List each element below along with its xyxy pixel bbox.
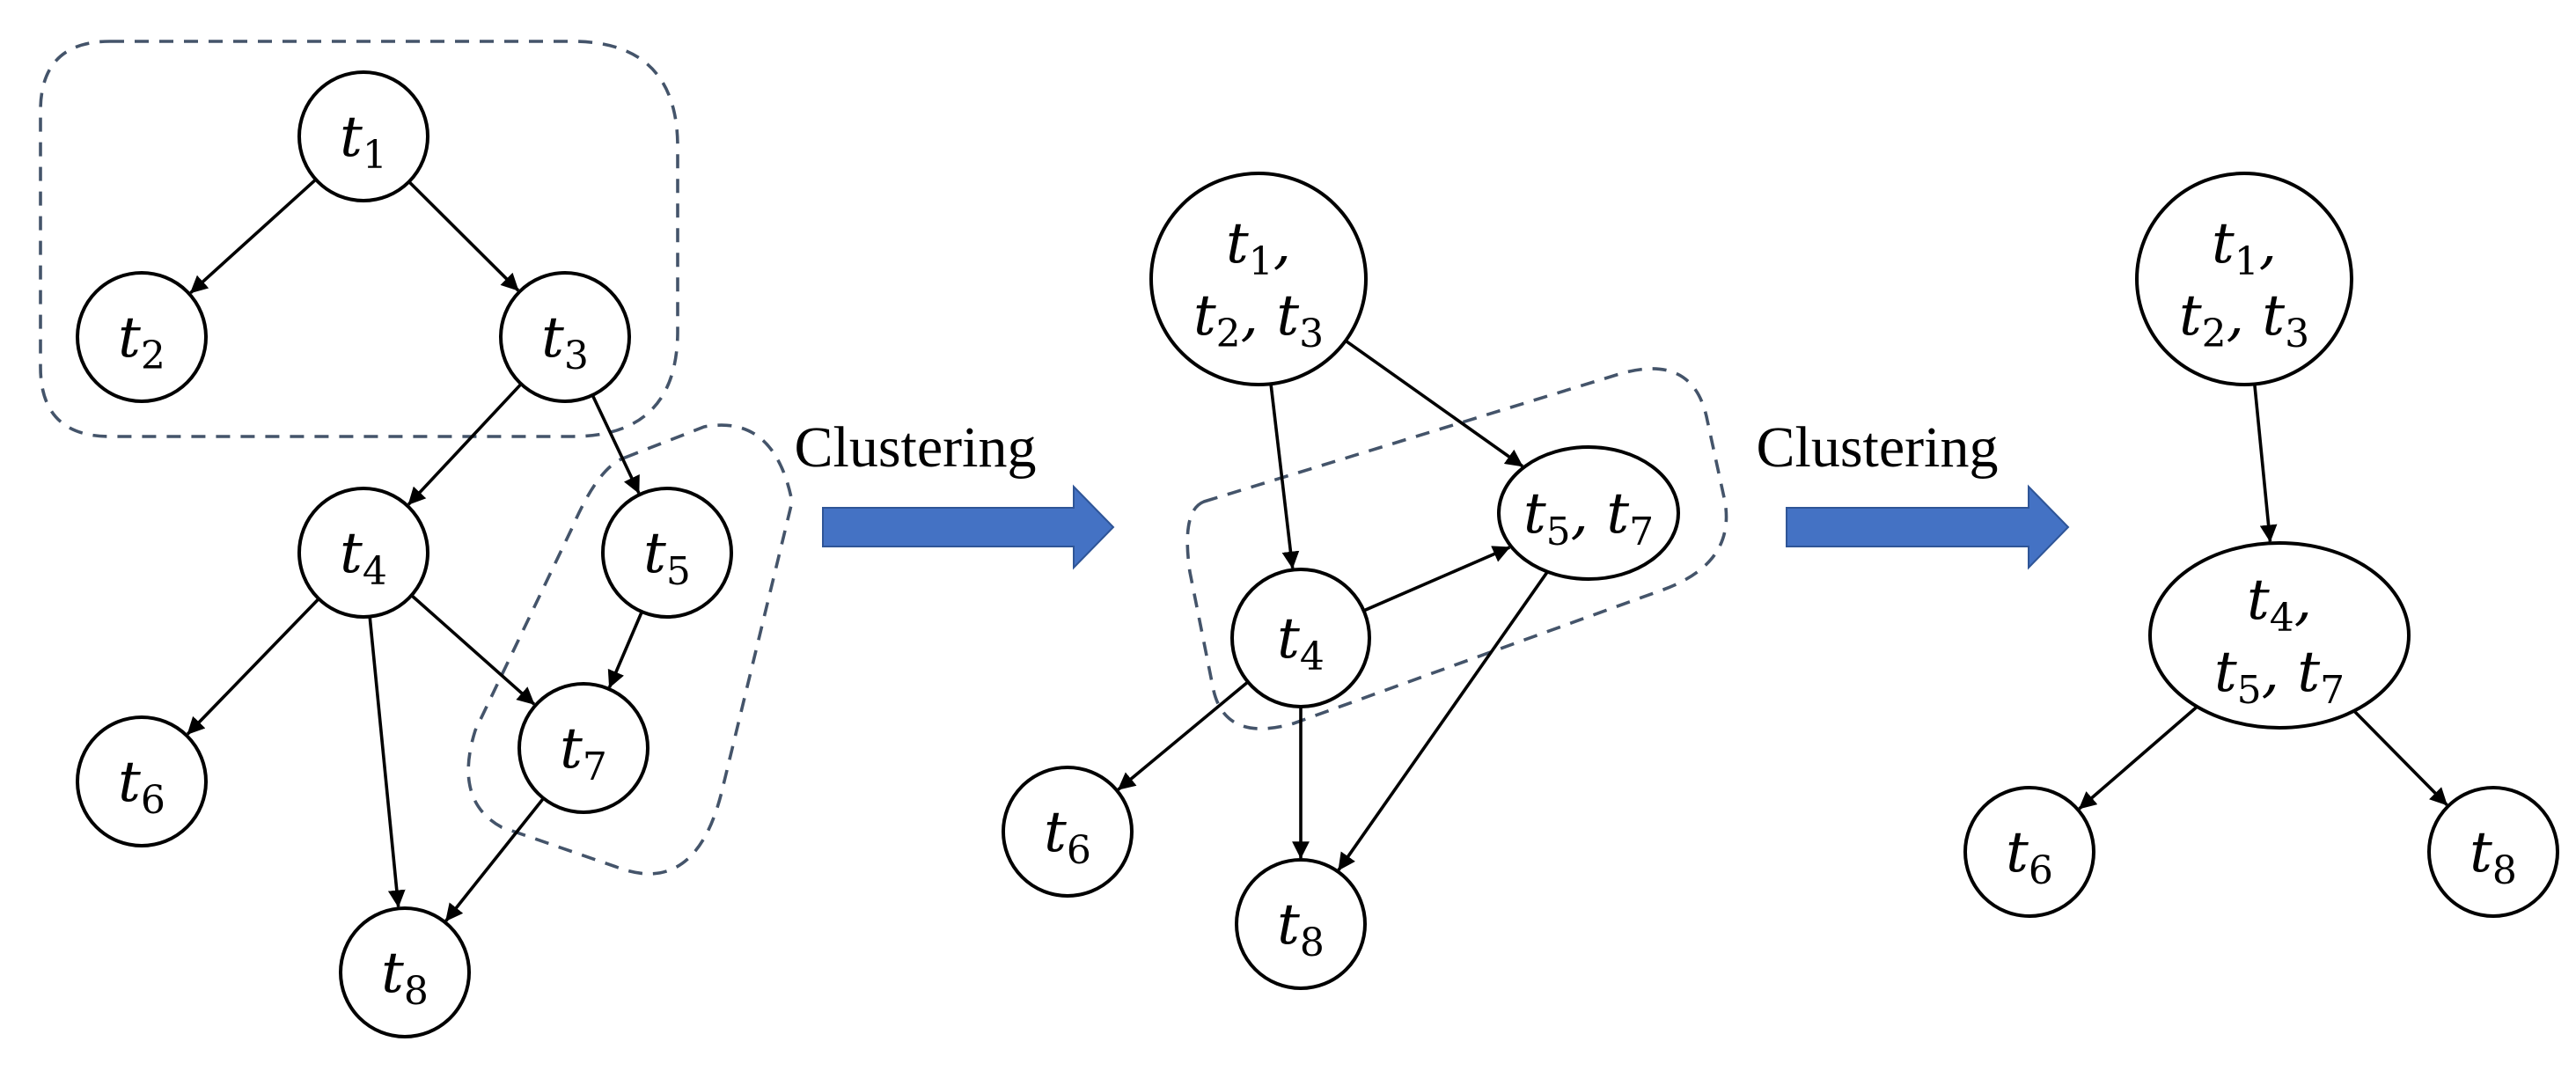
clustering-step-2: Clustering	[1757, 415, 2070, 570]
node-t123: t1​,t2​, t3​	[2135, 172, 2353, 386]
node-label: t5​	[643, 521, 691, 594]
node-label: t4​	[1277, 606, 1325, 679]
node-shape	[76, 271, 208, 403]
node-label: t2​, t3​	[2179, 283, 2309, 356]
node-label: t5​, t7​	[1523, 481, 1654, 554]
node-label: t6​	[1044, 800, 1091, 873]
node-t1: t1​	[297, 70, 429, 202]
node-label: t3​	[541, 305, 589, 378]
panel-3: t1​,t2​, t3​ t4​,t5​, t7​ t6​ t8​	[1963, 172, 2559, 918]
node-t3: t3​	[499, 271, 631, 403]
node-label: t2​	[118, 305, 165, 378]
node-t6: t6​	[1002, 766, 1134, 898]
node-shape	[297, 70, 429, 202]
node-label: t6​	[118, 750, 165, 823]
edge-t7-to-t8	[444, 796, 545, 922]
node-shape	[297, 487, 429, 619]
node-t457: t4​,t5​, t7​	[2148, 541, 2411, 730]
edge-t123-to-t457	[2253, 384, 2278, 543]
edge-t4-to-t57	[1362, 546, 1511, 613]
panel-2: t1​,t2​, t3​ t5​, t7​ t4​ t6​ t8​	[1002, 172, 1728, 990]
node-shape	[1230, 568, 1371, 708]
node-t7: t7​	[517, 682, 650, 814]
node-t8: t8​	[2427, 786, 2559, 918]
node-shape	[339, 906, 471, 1038]
edge-t457-to-t8	[2352, 709, 2448, 806]
node-label: t8​	[381, 941, 429, 1014]
edge-t4-to-t7	[410, 594, 536, 706]
edge-t123-to-t4	[1269, 383, 1300, 569]
clustering-arrow-icon	[1786, 484, 2070, 570]
node-t4: t4​	[297, 487, 429, 619]
node-shape	[2427, 786, 2559, 918]
node-label: t8​	[1277, 892, 1325, 965]
node-shape	[499, 271, 631, 403]
node-label: t6​	[2006, 820, 2053, 893]
node-label: t1​,	[1226, 211, 1291, 284]
cluster-group-t4-t57	[1185, 367, 1728, 730]
clustering-step-label: Clustering	[1757, 415, 1999, 480]
node-shape	[601, 487, 733, 619]
edge-t4-to-t6	[1117, 680, 1250, 791]
edge-t4-to-t6	[186, 598, 320, 736]
node-t4: t4​	[1230, 568, 1371, 708]
edge-t3-to-t4	[407, 383, 523, 506]
node-t8: t8​	[1235, 858, 1367, 990]
edge-t123-to-t57	[1344, 339, 1524, 468]
node-t123: t1​,t2​, t3​	[1149, 172, 1368, 386]
node-shape	[2148, 541, 2411, 730]
node-label: t4​,	[2247, 568, 2312, 641]
node-shape	[2135, 172, 2353, 386]
node-t57: t5​, t7​	[1497, 445, 1680, 581]
panel-1: t1​ t2​ t3​ t4​ t5​ t6​ t7​ t8​	[39, 40, 794, 1038]
clustering-step-1: Clustering	[795, 415, 1115, 570]
node-t5: t5​	[601, 487, 733, 619]
node-t6: t6​	[1963, 786, 2095, 918]
node-shape	[1149, 172, 1368, 386]
node-label: t8​	[2470, 820, 2517, 893]
edge-t1-to-t3	[407, 180, 520, 292]
node-shape	[1963, 786, 2095, 918]
cluster-group-t1-t2-t3	[39, 40, 679, 438]
node-shape	[1235, 858, 1367, 990]
node-shape	[76, 715, 208, 847]
node-label: t7​	[560, 716, 607, 789]
cluster-group-t5-t7	[466, 423, 794, 876]
edge-t5-to-t7	[607, 611, 643, 688]
node-label: t1​,	[2212, 211, 2277, 284]
edge-t457-to-t6	[2078, 705, 2198, 811]
node-t6: t6​	[76, 715, 208, 847]
node-shape	[1497, 445, 1680, 581]
node-label: t2​, t3​	[1193, 283, 1324, 356]
node-label: t4​	[340, 521, 387, 594]
edge-t3-to-t5	[591, 394, 641, 495]
edge-t1-to-t2	[189, 178, 318, 295]
node-t8: t8​	[339, 906, 471, 1038]
clustering-arrow-icon	[822, 484, 1115, 570]
node-shape	[1002, 766, 1134, 898]
edge-t57-to-t8	[1337, 570, 1549, 871]
node-label: t5​, t7​	[2214, 640, 2345, 713]
edge-t4-to-t8	[368, 616, 406, 908]
clustering-step-label: Clustering	[795, 415, 1037, 480]
node-t2: t2​	[76, 271, 208, 403]
node-label: t1​	[340, 105, 387, 178]
node-shape	[517, 682, 650, 814]
